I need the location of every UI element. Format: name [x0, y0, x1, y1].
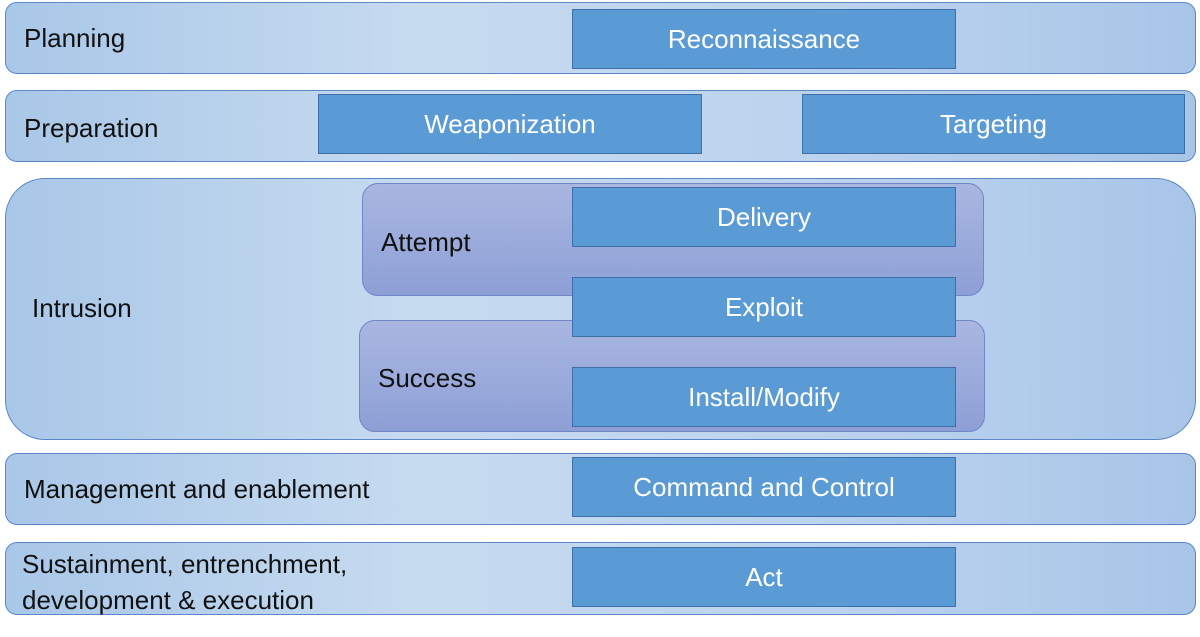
targeting-step: Targeting [802, 94, 1185, 154]
delivery-step: Delivery [572, 187, 956, 247]
success-subphase-label: Success [378, 363, 477, 393]
act-step: Act [572, 547, 956, 607]
sustainment-phase-label-line1: Sustainment, entrenchment, [22, 549, 348, 579]
reconnaissance-step: Reconnaissance [572, 9, 956, 69]
management-phase-label: Management and enablement [24, 474, 370, 504]
install-modify-step: Install/Modify [572, 367, 956, 427]
weaponization-step: Weaponization [318, 94, 702, 154]
attempt-subphase-label: Attempt [381, 227, 471, 257]
command-and-control-step: Command and Control [572, 457, 956, 517]
planning-phase-label: Planning [24, 23, 126, 53]
intrusion-phase-label: Intrusion [32, 293, 132, 323]
sustainment-phase-label: Sustainment, entrenchment, development &… [22, 546, 347, 618]
exploit-step: Exploit [572, 277, 956, 337]
sustainment-phase-label-line2: development & execution [22, 585, 314, 615]
preparation-phase-label: Preparation [24, 113, 159, 143]
